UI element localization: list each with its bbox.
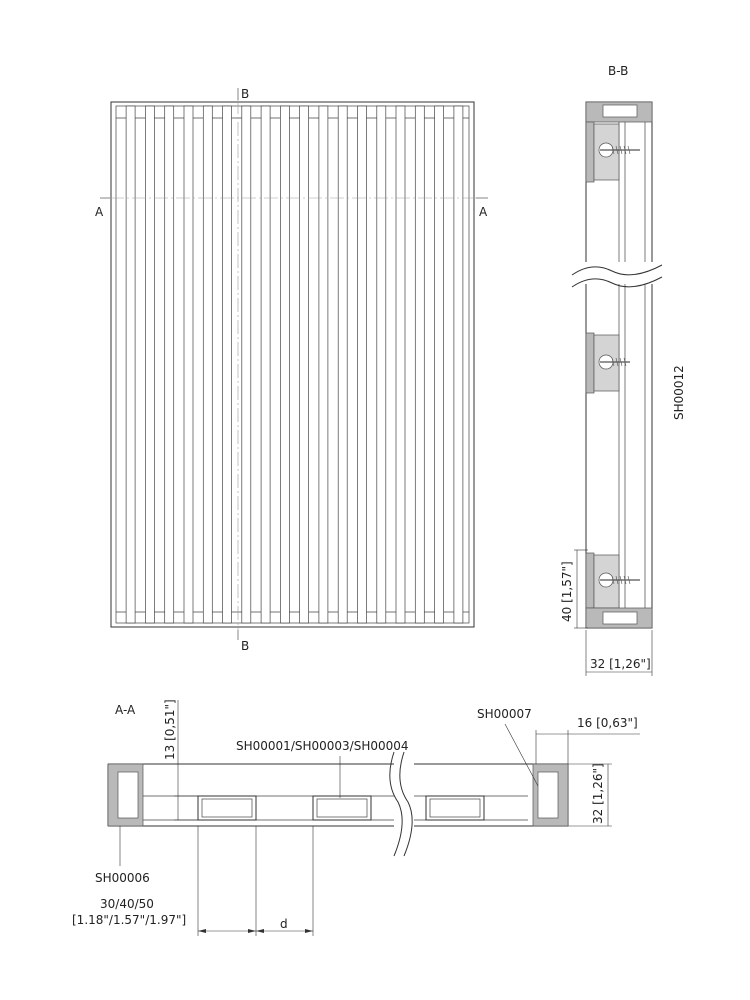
bb-mid-side-wall <box>585 332 595 394</box>
screw-icon <box>598 572 640 588</box>
aa-break-mark <box>389 751 414 857</box>
slat <box>241 105 252 624</box>
section-marker-right: A <box>479 205 488 219</box>
screw-icon <box>598 354 630 370</box>
slat <box>453 105 464 624</box>
aa-dim-pitch-in: [1.18"/1.57"/1.97"] <box>72 913 186 927</box>
bb-top-side-wall <box>585 121 595 183</box>
slat <box>395 105 406 624</box>
bb-top-cap-slot <box>602 104 638 118</box>
bb-dim-width: 32 [1,26"] <box>590 657 651 671</box>
aa-slot-1 <box>197 795 257 821</box>
section-aa-title: A-A <box>115 703 136 717</box>
slat <box>145 105 155 624</box>
slat <box>357 105 367 624</box>
slat <box>125 105 136 624</box>
slat <box>202 105 213 624</box>
bb-dim-height: 40 [1,57"] <box>560 561 574 622</box>
slat <box>164 105 175 624</box>
slat <box>414 105 425 624</box>
aa-slot-1-inner <box>201 798 253 818</box>
section-marker-left: A <box>95 205 104 219</box>
aa-dim-slot-height: 13 [0,51"] <box>163 699 177 760</box>
bb-break-mark <box>571 262 664 288</box>
aa-slot-3-inner <box>429 798 481 818</box>
aa-slot-3 <box>425 795 485 821</box>
front-frame-inner <box>115 105 470 624</box>
aa-dim-pitch-mm: 30/40/50 <box>100 897 154 911</box>
bb-part-label: SH00012 <box>672 365 686 420</box>
aa-slot-2 <box>312 795 372 821</box>
section-marker-top: B <box>241 87 249 101</box>
aa-right-end-leader <box>504 723 539 787</box>
slat <box>434 105 444 624</box>
slat <box>337 105 348 624</box>
front-view: B B A A <box>95 87 488 653</box>
aa-right-cap-hollow <box>537 771 559 819</box>
screw-icon <box>598 142 640 158</box>
aa-dim-end-width: 16 [0,63"] <box>577 716 638 730</box>
slat <box>183 105 194 624</box>
section-aa: A-A 13 [0,51"] SH00001/SH <box>72 699 640 936</box>
slat <box>222 105 232 624</box>
bb-bottom-cap-slot <box>602 611 638 625</box>
front-frame <box>110 101 475 628</box>
slat <box>376 105 387 624</box>
slat <box>260 105 271 624</box>
section-marker-bottom: B <box>241 639 249 653</box>
aa-dim-height: 32 [1,26"] <box>591 763 605 824</box>
section-bb-title: B-B <box>608 64 628 78</box>
slat-group <box>125 105 464 624</box>
aa-left-cap-hollow <box>117 771 139 819</box>
slat <box>318 105 329 624</box>
aa-left-end-label: SH00006 <box>95 871 150 885</box>
aa-dim-gap: d <box>280 917 288 931</box>
slat <box>280 105 290 624</box>
aa-slot-part-label: SH00001/SH00003/SH00004 <box>236 739 409 753</box>
bb-bottom-side-wall <box>585 552 595 609</box>
slat <box>299 105 309 624</box>
aa-slot-2-inner <box>316 798 368 818</box>
section-bb: B-B SH00012 <box>560 64 686 676</box>
aa-dim-arrows <box>198 929 313 933</box>
aa-right-end-label: SH00007 <box>477 707 532 721</box>
